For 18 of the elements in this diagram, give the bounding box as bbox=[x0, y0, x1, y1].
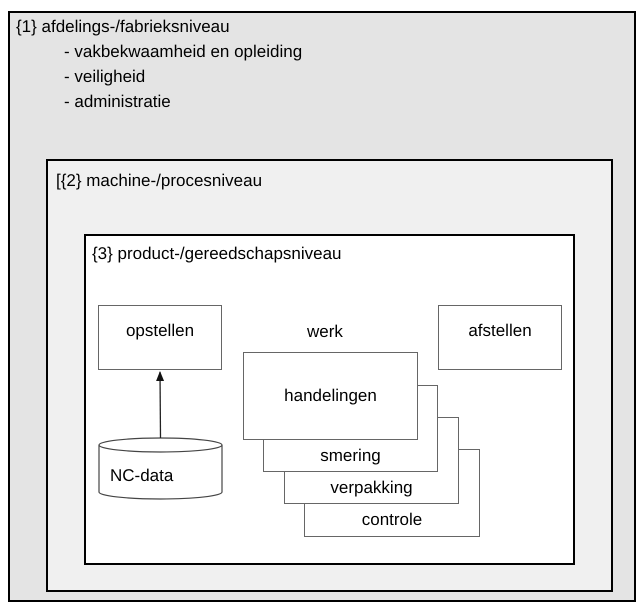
stacked-task-card: smering bbox=[263, 440, 438, 472]
level-heading: {3} product-/gereedschapsniveau bbox=[92, 243, 342, 265]
stacked-task-card: handelingen bbox=[243, 352, 418, 440]
machine-level-panel bbox=[46, 159, 613, 592]
list-item: - administratie bbox=[64, 91, 171, 113]
product-level-panel bbox=[84, 234, 575, 565]
level-heading: {1} afdelings-/fabrieksniveau bbox=[16, 16, 230, 38]
list-item: - veiligheid bbox=[64, 66, 146, 88]
level-heading: [{2} machine-/procesniveau bbox=[56, 170, 262, 192]
arrow bbox=[156, 371, 164, 438]
task-box: afstellen bbox=[438, 305, 562, 370]
department-level-panel bbox=[8, 11, 636, 602]
list-item: - vakbekwaamheid en opleiding bbox=[64, 41, 302, 63]
database-label: NC-data bbox=[110, 466, 174, 486]
task-box: opstellen bbox=[98, 305, 222, 370]
stacked-task-card: controle bbox=[304, 504, 480, 537]
stacked-task-card: verpakking bbox=[284, 472, 459, 504]
group-heading: werk bbox=[307, 321, 343, 343]
